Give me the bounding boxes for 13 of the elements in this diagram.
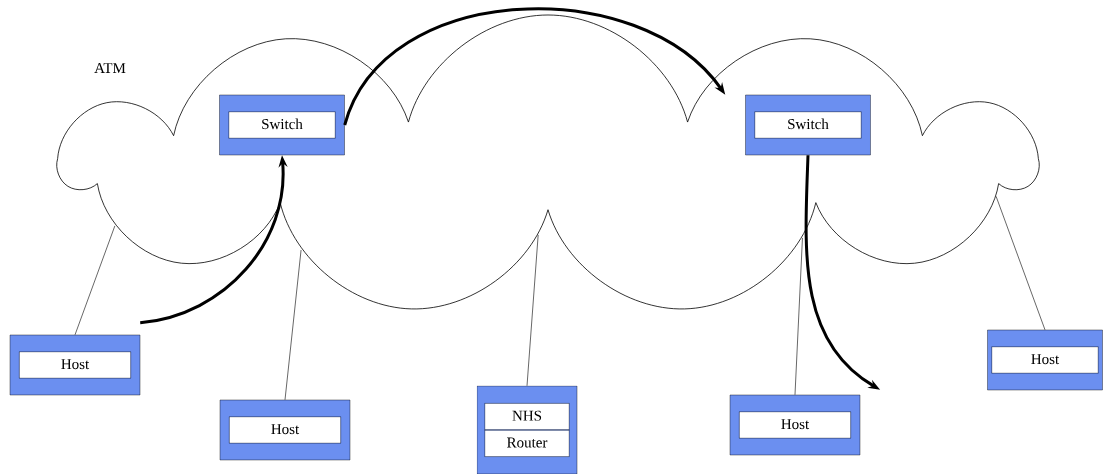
device-box: NHS Router	[476, 385, 578, 474]
device-box: Host	[987, 329, 1103, 391]
connector-line	[284, 249, 302, 401]
device-box: Host	[729, 394, 861, 456]
connector-line	[526, 234, 539, 387]
network-label: ATM	[94, 63, 126, 73]
connector-line	[995, 196, 1046, 331]
device-box: Host	[219, 399, 351, 461]
device-box: Host	[9, 334, 141, 396]
connector-line	[794, 237, 803, 396]
device-box: Switch	[219, 94, 345, 156]
connector-line	[74, 225, 116, 336]
device-box: Switch	[745, 94, 871, 156]
